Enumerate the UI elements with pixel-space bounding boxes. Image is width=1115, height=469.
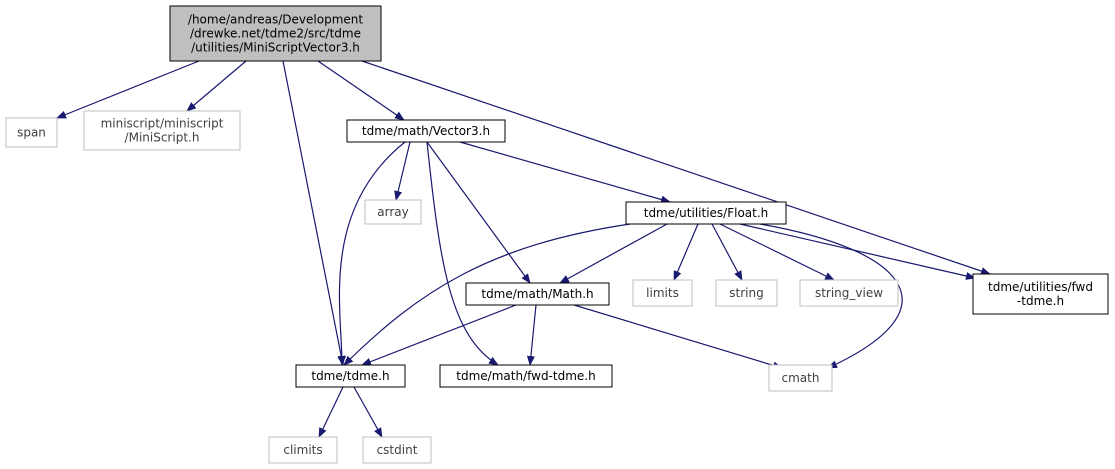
edge-vector3-to-float [459, 141, 671, 204]
node-climits: climits [268, 436, 338, 464]
node-string-view: string_view [799, 279, 899, 307]
edge-float-to-string-view [719, 223, 835, 281]
node-label: string [729, 286, 763, 300]
edge-root-to-miniscript [186, 60, 247, 112]
node-tdme[interactable]: tdme/tdme.h [295, 364, 406, 388]
node-cstdint: cstdint [362, 436, 432, 464]
node-box [362, 436, 432, 464]
node-box [5, 117, 58, 148]
node-box [439, 364, 613, 388]
node-box [465, 282, 610, 306]
edge-root-to-vector3 [317, 60, 405, 121]
node-label: span [17, 126, 46, 140]
edge-vector3-to-tdme [337, 141, 406, 366]
node-fwd-math[interactable]: tdme/math/fwd-tdme.h [439, 364, 613, 388]
edge-vector3-to-math [426, 141, 531, 284]
node-label: /home/andreas/Development [188, 13, 363, 27]
node-label: /drewke.net/tdme2/src/tdme [190, 27, 361, 41]
node-box [799, 279, 899, 307]
node-label: cmath [782, 371, 820, 385]
node-label: /utilities/MiniScriptVector3.h [191, 41, 360, 55]
node-box [364, 199, 422, 225]
edge-tdme-to-cstdint [353, 386, 383, 438]
node-cmath: cmath [768, 364, 833, 392]
node-float[interactable]: tdme/utilities/Float.h [625, 201, 787, 225]
node-array: array [364, 199, 422, 225]
node-box [625, 201, 787, 225]
node-label: tdme/math/Vector3.h [362, 124, 490, 138]
edge-math-to-cmath [573, 304, 783, 370]
edge-root-to-fwd-util [361, 60, 991, 275]
node-label: tdme/utilities/fwd [988, 280, 1093, 294]
node-label: string_view [815, 286, 883, 300]
node-label: array [377, 205, 408, 219]
edge-float-to-string [711, 223, 743, 281]
nodes: /home/andreas/Development/drewke.net/tdm… [5, 5, 1109, 464]
edge-vector3-to-array [394, 141, 411, 201]
node-label: limits [646, 286, 679, 300]
node-box [169, 5, 382, 62]
edge-float-to-tdme [343, 223, 631, 366]
node-label: tdme/math/fwd-tdme.h [456, 369, 595, 383]
node-string: string [715, 279, 778, 307]
edge-root-to-tdme [282, 60, 346, 366]
node-vector3[interactable]: tdme/math/Vector3.h [346, 119, 506, 143]
edge-float-to-math [559, 223, 668, 284]
node-box [768, 364, 833, 392]
node-limits: limits [632, 279, 693, 307]
edge-vector3-to-fwd-math [426, 141, 499, 366]
node-label: cstdint [377, 443, 418, 457]
edge-float-to-fwd-util [739, 223, 976, 280]
node-label: /MiniScript.h [125, 131, 200, 145]
node-math[interactable]: tdme/math/Math.h [465, 282, 610, 306]
edge-math-to-fwd-math [526, 304, 537, 366]
node-fwd-util[interactable]: tdme/utilities/fwd-tdme.h [972, 273, 1109, 315]
edge-tdme-to-climits [318, 386, 344, 438]
node-box [632, 279, 693, 307]
node-box [346, 119, 506, 143]
node-label: tdme/utilities/Float.h [644, 206, 769, 220]
node-label: tdme/tdme.h [311, 369, 389, 383]
node-label: -tdme.h [1017, 294, 1064, 308]
edge-float-to-limits [673, 223, 699, 281]
node-box [972, 273, 1109, 315]
node-box [295, 364, 406, 388]
node-span: span [5, 117, 58, 148]
node-box [268, 436, 338, 464]
edge-math-to-tdme [361, 304, 517, 366]
node-label: climits [283, 443, 322, 457]
node-box [715, 279, 778, 307]
node-label: miniscript/miniscript [101, 117, 224, 131]
edge-root-to-span [56, 60, 200, 119]
node-box [83, 110, 241, 151]
node-miniscript: miniscript/miniscript/MiniScript.h [83, 110, 241, 151]
node-root[interactable]: /home/andreas/Development/drewke.net/tdm… [169, 5, 382, 62]
node-label: tdme/math/Math.h [481, 287, 593, 301]
